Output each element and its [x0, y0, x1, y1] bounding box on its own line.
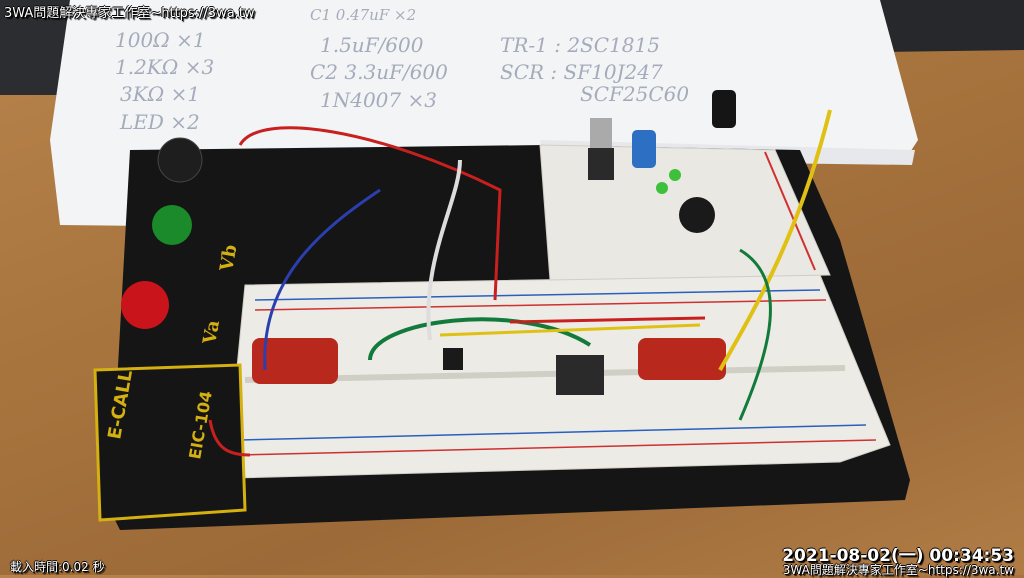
buzzer — [679, 197, 715, 233]
paper-note: C1 0.47uF ×2 — [310, 6, 417, 24]
monitor-left — [0, 0, 70, 95]
paper-note: LED ×2 — [120, 110, 200, 134]
va-label: Va — [199, 318, 224, 347]
electrolytic-cap-black — [712, 90, 736, 128]
vb-label: Vb — [216, 243, 241, 274]
regulator — [588, 148, 614, 180]
white-wire — [426, 159, 462, 341]
paper-note: 1.5uF/600 — [320, 33, 424, 57]
push-button — [556, 355, 604, 395]
binding-post-green — [152, 205, 192, 245]
paper-note: 3KΩ ×1 — [120, 82, 201, 106]
paper-note: 1.2KΩ ×3 — [115, 55, 215, 79]
binding-post-black — [157, 137, 203, 183]
paper-note: 1N4007 ×3 — [320, 88, 437, 112]
paper-note: 100Ω ×1 — [115, 28, 206, 52]
paper-note: SCF25C60 — [580, 82, 690, 106]
red-wire — [238, 126, 502, 301]
monitor-right — [870, 0, 1024, 52]
yellow-wire — [718, 109, 832, 371]
watermark-bottom: 3WA問題解決專家工作室~https://3wa.tw — [782, 563, 1014, 577]
optocoupler — [443, 348, 463, 370]
film-capacitor-left — [252, 338, 338, 384]
timestamp: 2021-08-02(一) 00:34:53 — [782, 546, 1014, 566]
load-time: 載入時間:0.02 秒 — [10, 560, 105, 574]
film-capacitor-right — [638, 338, 726, 380]
ecall-label — [93, 363, 247, 522]
paper-note: C2 3.3uF/600 — [310, 60, 448, 84]
electrolytic-cap-blue — [632, 130, 656, 168]
watermark-top: 3WA問題解決專家工作室~https://3wa.tw — [4, 6, 255, 21]
paper-note: SCR : SF10J247 — [500, 60, 663, 84]
blue-wire — [263, 188, 381, 371]
paper-note: TR-1 : 2SC1815 — [500, 33, 660, 57]
binding-post-red — [121, 281, 169, 329]
